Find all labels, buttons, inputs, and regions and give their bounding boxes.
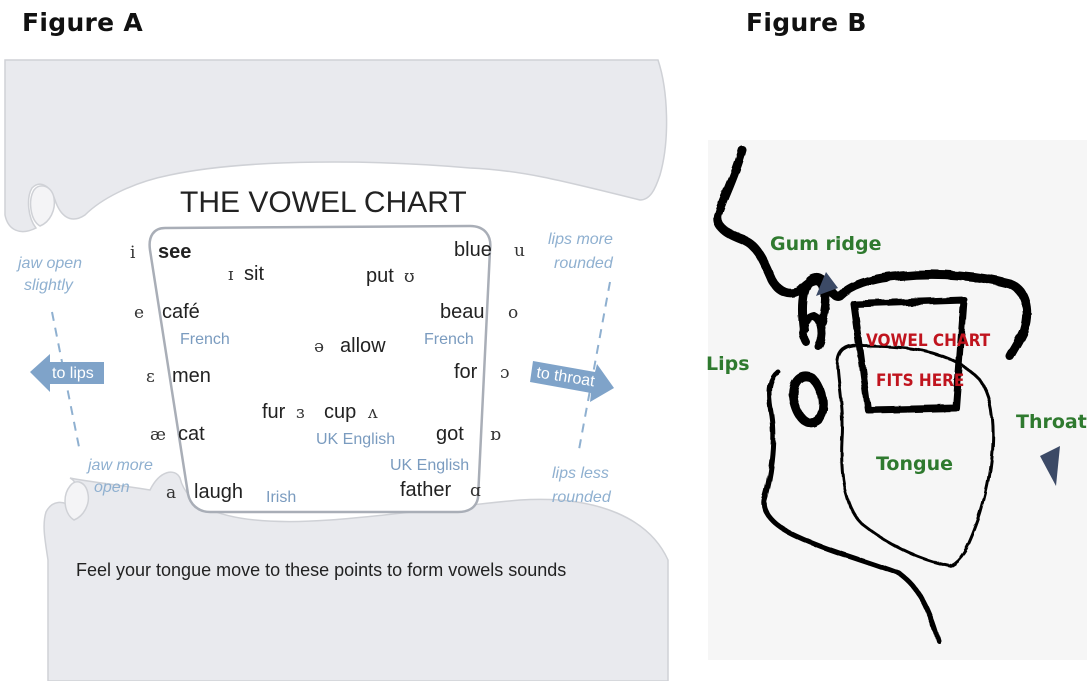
ipa-allow: ə [314, 337, 324, 357]
tongue-label: Tongue [876, 453, 953, 475]
ipa-beau: o [508, 303, 518, 323]
gum-ridge-pointer-icon [816, 272, 838, 296]
ipa-cafe: e [134, 303, 144, 323]
lips-less-note-line-1: lips less [552, 465, 609, 482]
ipa-laugh: a [166, 483, 176, 503]
tongue-outline [836, 344, 995, 568]
word-beau: beau [440, 301, 485, 323]
figure-b-label: Figure B [746, 8, 867, 37]
word-cup: cup [324, 401, 356, 423]
gum-ridge-label: Gum ridge [770, 233, 882, 255]
lower-mouth-shape [43, 471, 669, 681]
figure-a-caption: Feel your tongue move to these points to… [76, 560, 566, 580]
figure-a: THE VOWEL CHART to lips to throat jaw op… [4, 59, 669, 681]
jaw-more-note-line-2: open [94, 479, 130, 496]
note-cafe-french: French [180, 331, 230, 348]
to-throat-arrow: to throat [530, 361, 614, 402]
ipa-put: ʊ [404, 267, 415, 287]
ipa-for: ɔ [500, 363, 510, 383]
lower-lip [788, 372, 828, 428]
vowel-chart-box-line-1: VOWEL CHART [866, 331, 991, 351]
lips-more-note-line-1: lips more [548, 231, 613, 248]
chin-line [761, 369, 941, 643]
upper-palate [798, 269, 1032, 361]
word-father: father [400, 479, 451, 501]
jaw-open-note-line-2: slightly [24, 277, 74, 294]
lips-less-note-line-2: rounded [552, 489, 612, 506]
ipa-got: ɒ [490, 425, 501, 445]
to-lips-label: to lips [52, 365, 94, 382]
right-dashed-guide [577, 281, 611, 456]
word-for: for [454, 361, 478, 383]
word-fur: fur [262, 401, 286, 423]
note-laugh-irish: Irish [266, 489, 296, 506]
figure-b-background [708, 140, 1087, 660]
word-put: put [366, 265, 394, 287]
word-allow: allow [340, 335, 386, 357]
word-cat: cat [178, 423, 205, 445]
jaw-more-note-line-1: jaw more [86, 457, 153, 474]
note-cup-uk-english: UK English [316, 431, 395, 448]
ipa-sit: ɪ [228, 265, 234, 285]
word-got: got [436, 423, 464, 445]
ipa-see: i [130, 243, 136, 263]
throat-label: Throat [1016, 411, 1087, 433]
note-beau-french: French [424, 331, 474, 348]
upper-mouth-shape [4, 59, 668, 233]
figure-b: VOWEL CHART FITS HERE Gum ridge Lips Thr… [706, 140, 1087, 660]
word-cafe: café [162, 301, 200, 323]
throat-pointer-icon [1040, 446, 1060, 486]
word-blue: blue [454, 239, 492, 261]
ipa-cat: æ [150, 425, 166, 445]
vowel-chart-box-line-2: FITS HERE [876, 371, 964, 391]
ipa-fur: ɜ [296, 403, 305, 423]
figure-a-label: Figure A [22, 8, 144, 37]
jaw-open-note-line-1: jaw open [16, 255, 82, 272]
word-laugh: laugh [194, 481, 243, 503]
ipa-men: ɛ [146, 367, 155, 387]
word-sit: sit [244, 263, 264, 285]
vowel-chart-title: THE VOWEL CHART [180, 186, 467, 219]
ipa-cup: ʌ [367, 403, 378, 423]
word-men: men [172, 365, 211, 387]
lips-more-note-line-2: rounded [554, 255, 614, 272]
lips-label: Lips [706, 353, 750, 375]
ipa-blue: u [514, 241, 525, 261]
vowel-chart-box [850, 296, 968, 414]
note-got-uk-english: UK English [390, 457, 469, 474]
upper-tooth-outline [29, 185, 56, 227]
ipa-father: ɑ [470, 481, 481, 501]
word-see: see [158, 241, 191, 263]
upper-lip-inner [799, 312, 826, 350]
vowel-trapezoid [148, 224, 492, 514]
to-lips-arrow: to lips [30, 354, 104, 392]
lower-tooth-outline [64, 481, 90, 521]
